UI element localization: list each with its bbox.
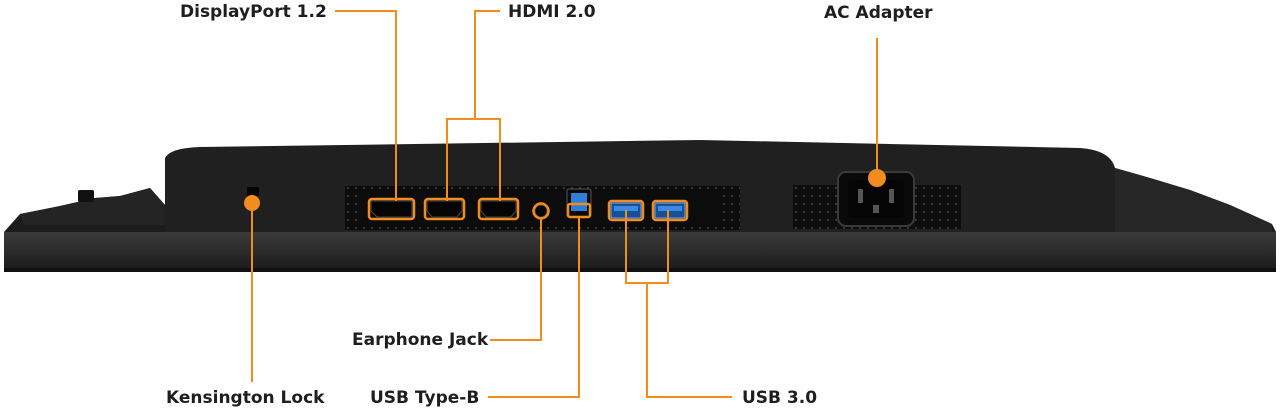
marker-usb-3-1 — [607, 199, 645, 222]
label-hdmi: HDMI 2.0 — [508, 2, 596, 22]
hdmi-port-1 — [426, 200, 463, 218]
callout-usb-type-b — [488, 217, 580, 398]
kensington-slot — [247, 187, 259, 196]
label-ac-adapter: AC Adapter — [824, 3, 933, 23]
label-usb-3: USB 3.0 — [742, 388, 818, 408]
label-displayport: DisplayPort 1.2 — [180, 2, 327, 22]
label-kensington-lock: Kensington Lock — [166, 388, 325, 408]
callout-displayport — [335, 10, 397, 201]
marker-earphone — [532, 202, 550, 220]
front-edge — [4, 232, 1276, 272]
label-earphone-jack: Earphone Jack — [352, 330, 489, 350]
hdmi-port-2 — [480, 200, 517, 218]
callout-hdmi-bracket — [446, 118, 501, 201]
marker-kensington — [244, 195, 260, 211]
marker-hdmi-2 — [477, 197, 520, 221]
hinge-knob — [78, 190, 94, 202]
callout-hdmi — [474, 10, 500, 119]
marker-usb-3-2 — [651, 199, 689, 222]
callout-earphone — [490, 217, 542, 341]
callout-usb-3 — [646, 283, 732, 398]
marker-usb-type-b — [566, 202, 592, 219]
marker-ac-adapter — [868, 169, 886, 187]
port-markers — [244, 169, 886, 222]
marker-hdmi-1 — [423, 197, 466, 221]
io-panel — [345, 186, 740, 230]
ac-panel — [793, 171, 961, 229]
displayport-port — [370, 200, 413, 218]
label-usb-type-b: USB Type-B — [370, 388, 480, 408]
marker-displayport — [367, 197, 416, 221]
earphone-jack-port — [534, 204, 548, 218]
callout-lines — [251, 10, 878, 398]
